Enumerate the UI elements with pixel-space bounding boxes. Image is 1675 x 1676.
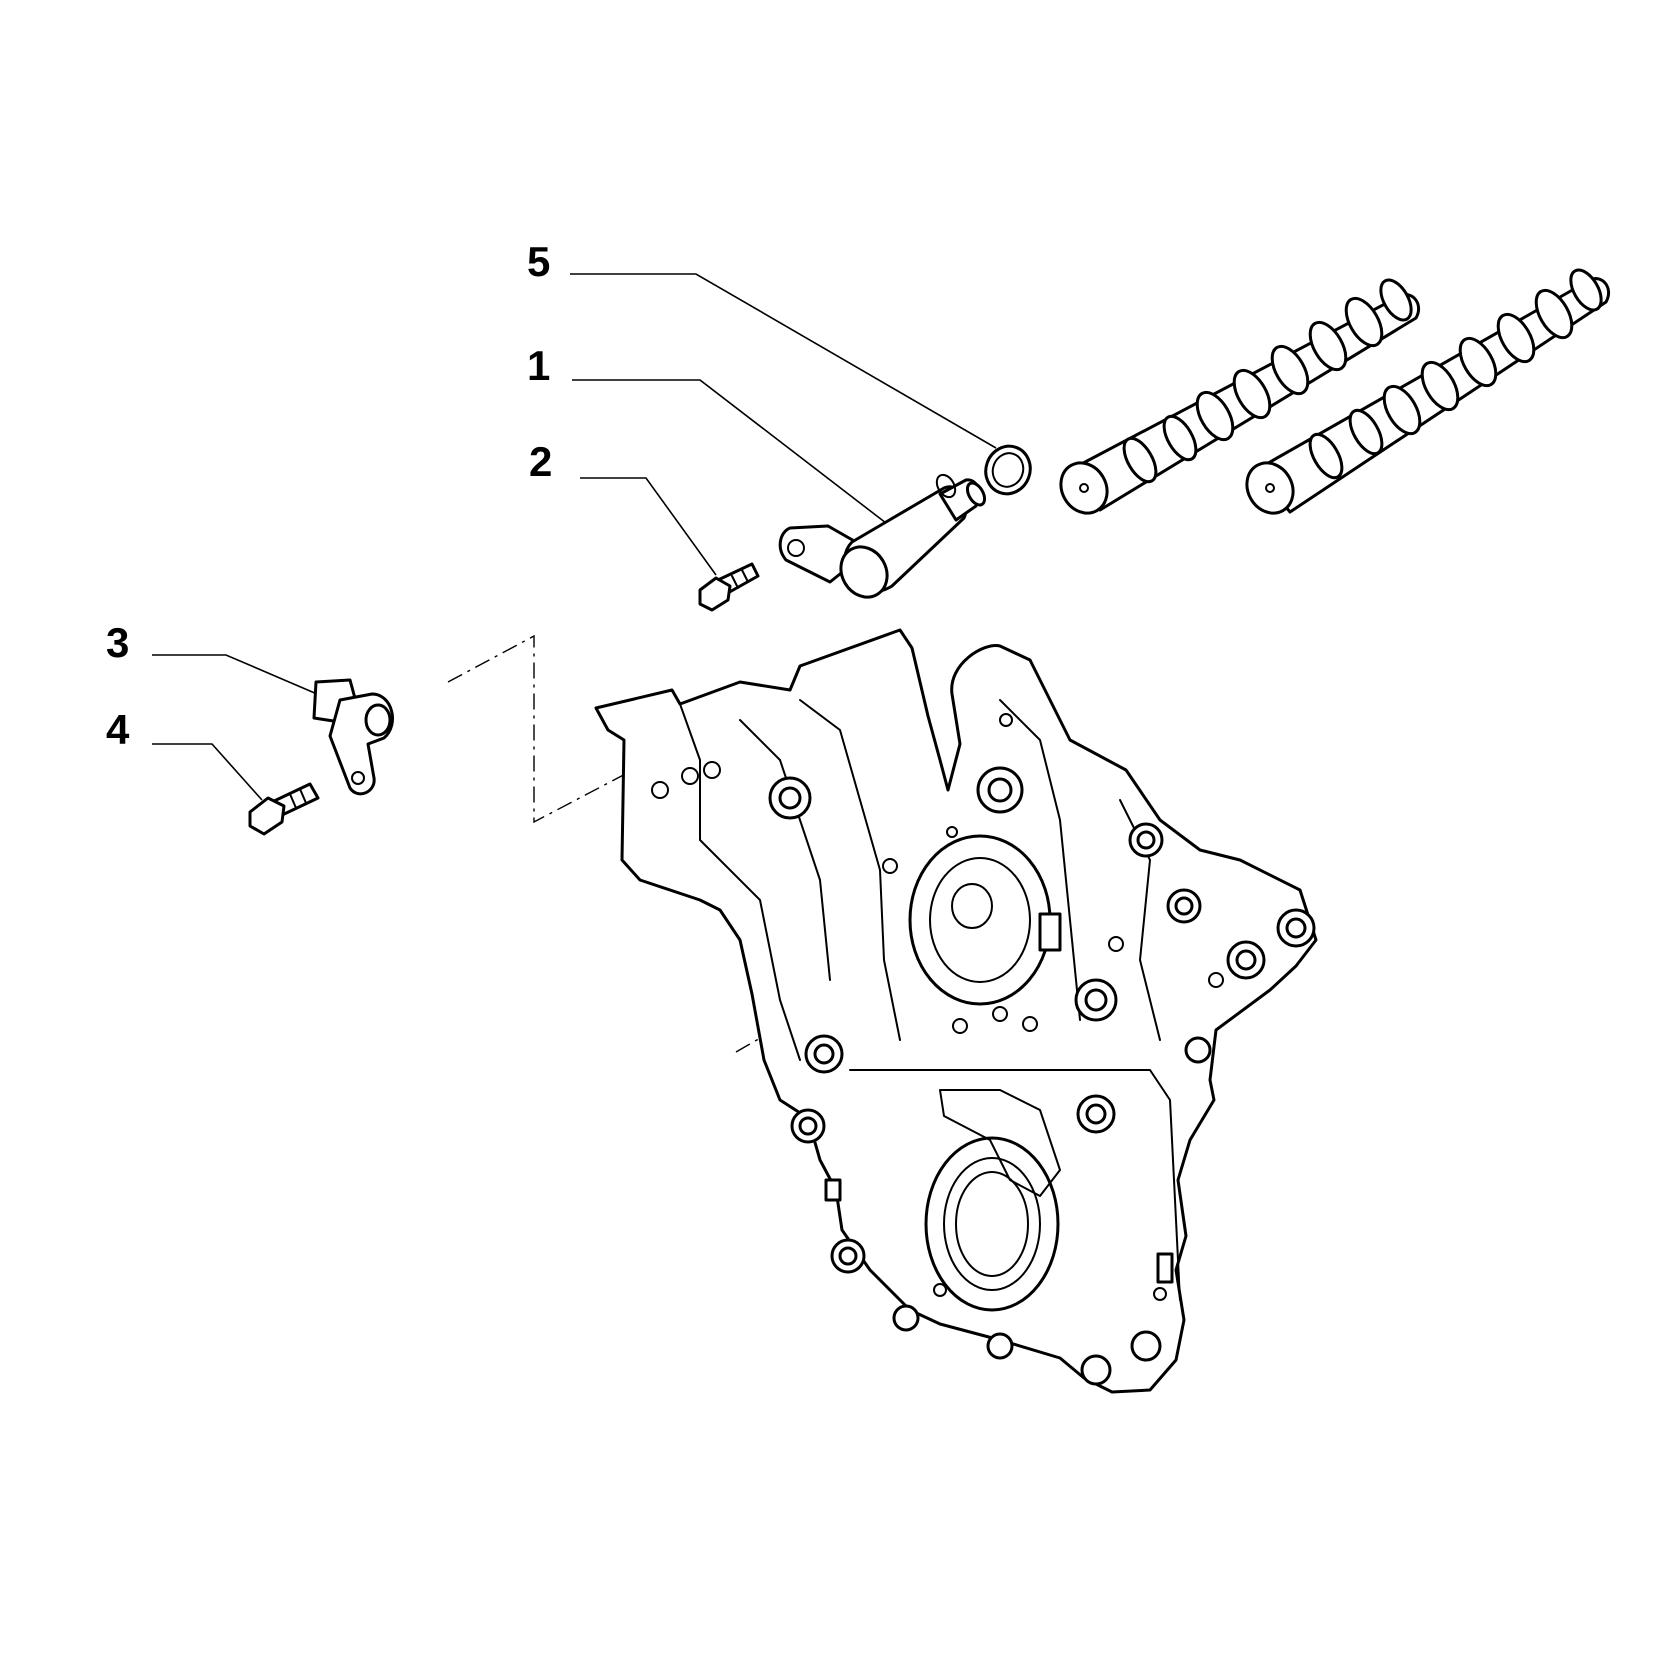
callout-label-2[interactable]: 2 [529, 438, 552, 485]
leader-line-2 [580, 477, 717, 576]
assembly-line-upper [447, 634, 691, 824]
camshaft-right [1245, 268, 1611, 515]
leader-line-4 [152, 743, 263, 801]
crankshaft-sensor[interactable] [312, 678, 394, 796]
sensor-bolt[interactable] [698, 562, 760, 612]
leader-line-3 [152, 654, 325, 698]
o-ring-seal[interactable] [979, 440, 1037, 500]
leader-line-5 [570, 273, 997, 449]
callout-label-4[interactable]: 4 [106, 706, 130, 753]
camshaft-left [1059, 278, 1421, 515]
camshaft-sensor[interactable] [778, 472, 988, 606]
callout-label-1[interactable]: 1 [527, 342, 550, 389]
crank-sensor-bolt[interactable] [248, 782, 320, 836]
callout-label-3[interactable]: 3 [106, 619, 129, 666]
callout-label-5[interactable]: 5 [527, 238, 550, 285]
timing-cover [594, 628, 1318, 1394]
leader-line-1 [572, 379, 887, 524]
